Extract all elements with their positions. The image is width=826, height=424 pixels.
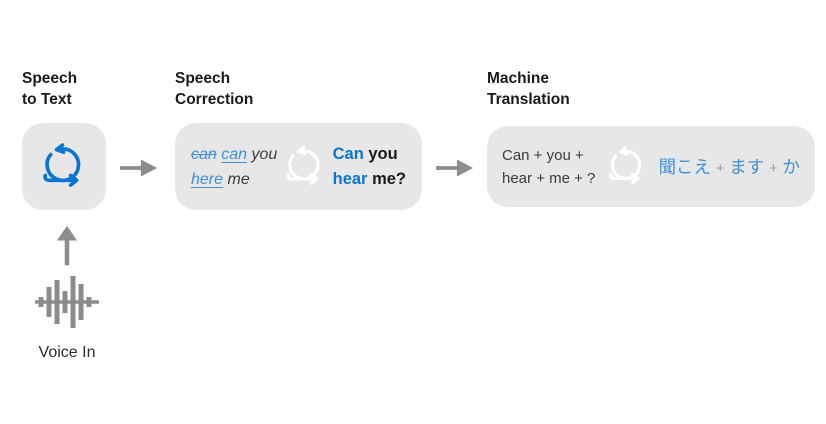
output-word-highlight: hear <box>332 169 368 188</box>
voice-in-label: Voice In <box>38 344 96 361</box>
voice-input-group: Voice In <box>22 225 112 362</box>
target-word: 聞こえ <box>658 157 712 177</box>
stage-title-speech-to-text: Speech to Text <box>22 70 78 108</box>
plus-separator: + <box>715 161 725 177</box>
speech-to-text-block <box>22 123 106 210</box>
correction-input-text: can can you here me <box>191 142 277 192</box>
arrow-right-icon <box>120 158 158 183</box>
iteration-loop-icon <box>35 138 93 196</box>
input-word: you <box>251 145 278 163</box>
speech-correction-block: can can you here me Can you hear me? <box>175 123 422 210</box>
target-word: か <box>782 157 801 177</box>
plus-separator: + <box>769 161 778 177</box>
translation-source-text: Can + you + hear + me + ? <box>502 146 596 187</box>
iteration-loop-icon <box>602 142 652 192</box>
output-word: you <box>368 144 398 163</box>
arrow-up-icon <box>56 225 78 272</box>
stage-title-speech-correction: Speech Correction <box>175 70 254 108</box>
audio-waveform-icon <box>34 275 100 334</box>
corrected-word: can <box>221 145 248 163</box>
iteration-loop-icon <box>279 141 331 193</box>
arrow-right-icon <box>436 158 474 183</box>
input-word: me <box>227 170 250 188</box>
translation-target-text: 聞こえ + ます + か <box>659 154 800 179</box>
machine-translation-block: Can + you + hear + me + ? 聞こえ + ます + か <box>487 126 815 207</box>
correction-output-text: Can you hear me? <box>333 142 406 192</box>
stage-title-machine-translation: Machine Translation <box>487 70 570 108</box>
output-word: me? <box>372 169 406 188</box>
misheard-word: here <box>191 170 224 188</box>
target-word: ます <box>729 157 765 177</box>
output-word-highlight: Can <box>332 144 364 163</box>
struck-word: can <box>191 145 217 163</box>
